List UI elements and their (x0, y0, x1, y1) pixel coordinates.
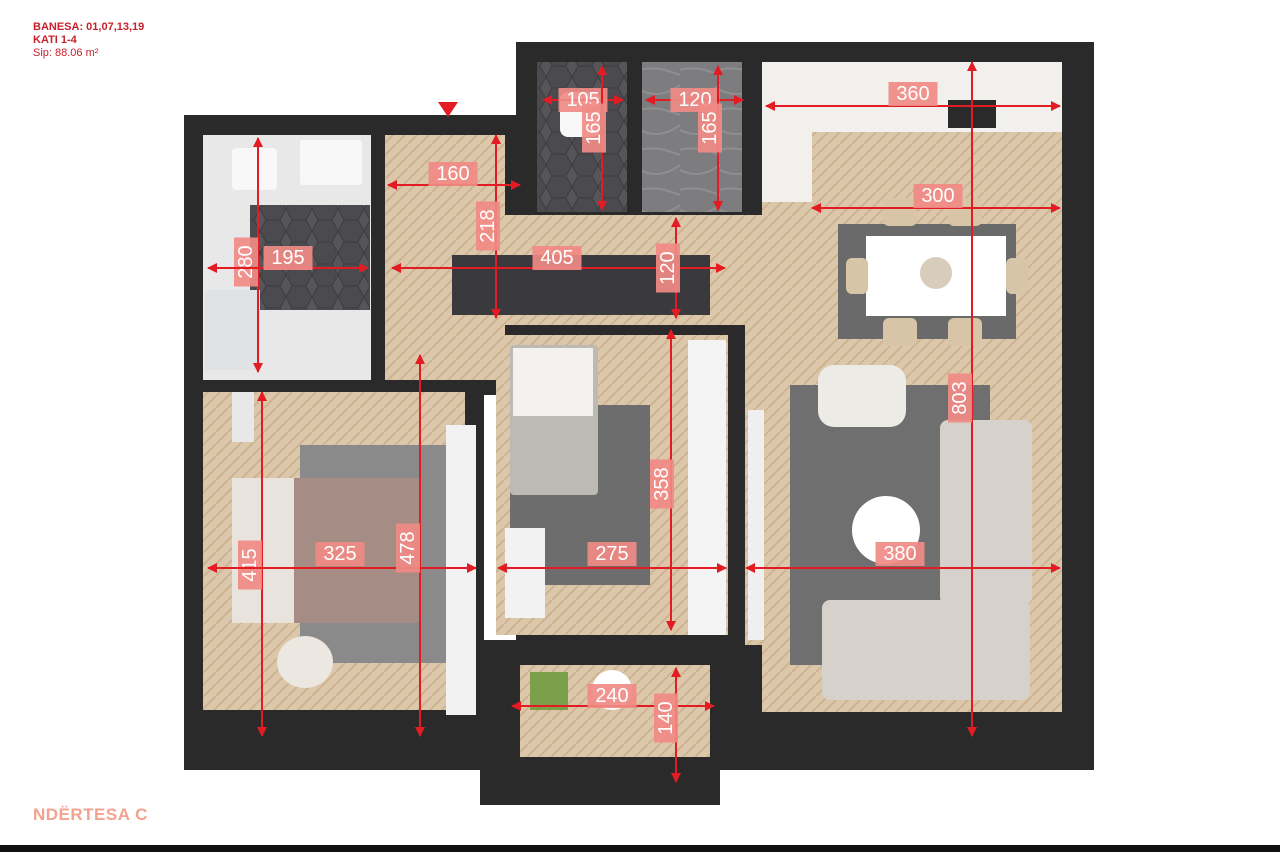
svg-text:275: 275 (595, 543, 628, 565)
dimension-label-entry-w: 160 (428, 162, 478, 186)
dimension-label-wc-small-h: 165 (582, 103, 606, 153)
sink (300, 140, 362, 185)
table-decor (920, 257, 952, 289)
armchair (818, 365, 906, 427)
dimension-label-storage-h: 165 (698, 103, 722, 153)
svg-text:803: 803 (949, 381, 971, 414)
svg-text:280: 280 (235, 245, 257, 278)
apartment-info: BANESA: 01,07,13,19 KATI 1-4 Sip: 88.06 … (33, 21, 144, 60)
area-label: Sip: 88.06 m² (33, 47, 99, 59)
dimension-label-hall-w: 405 (532, 246, 582, 270)
dimension-label-bedroom1-w: 325 (315, 542, 365, 566)
chair (277, 636, 333, 688)
wardrobe1 (446, 425, 476, 715)
svg-text:325: 325 (323, 543, 356, 565)
washing-machine (232, 148, 277, 190)
storage-floor (642, 62, 742, 212)
svg-text:160: 160 (436, 163, 469, 185)
dimension-label-bedroom1-h: 415 (238, 540, 262, 590)
dimension-label-living-w: 380 (875, 542, 925, 566)
dimension-label-balcony-h: 140 (654, 693, 678, 743)
svg-text:405: 405 (540, 247, 573, 269)
bottom-border (0, 845, 1280, 852)
shower (205, 290, 260, 370)
dimension-label-living-h: 803 (948, 373, 972, 423)
svg-text:195: 195 (271, 247, 304, 269)
dimension-label-dining-w: 300 (913, 184, 963, 208)
svg-text:140: 140 (655, 701, 677, 734)
svg-text:358: 358 (651, 467, 673, 500)
dimension-label-hall-h: 120 (656, 243, 680, 293)
tv-cabinet (748, 410, 764, 640)
dimension-label-bath-w: 195 (263, 246, 313, 270)
dimension-label-balcony-w: 240 (587, 684, 637, 708)
svg-text:218: 218 (477, 209, 499, 242)
wardrobe2 (688, 340, 726, 635)
dimension-label-bedroom2-w: 275 (587, 542, 637, 566)
entrance-marker (438, 102, 458, 117)
svg-text:165: 165 (699, 111, 721, 144)
apartment-numbers: BANESA: 01,07,13,19 (33, 21, 145, 33)
svg-text:478: 478 (397, 531, 419, 564)
svg-text:165: 165 (583, 111, 605, 144)
building-label: NDËRTESA C (33, 805, 148, 824)
svg-text:360: 360 (896, 83, 929, 105)
svg-text:380: 380 (883, 543, 916, 565)
plant (530, 672, 568, 710)
svg-text:415: 415 (239, 548, 261, 581)
dimension-label-bath-h: 280 (234, 237, 258, 287)
svg-text:240: 240 (595, 685, 628, 707)
dimension-label-entry-h: 218 (476, 201, 500, 251)
sofa-sectional (822, 600, 1030, 700)
svg-text:300: 300 (921, 185, 954, 207)
desk (505, 528, 545, 618)
dimension-label-bedroom2-h: 358 (650, 459, 674, 509)
dimension-label-kitchen-w: 360 (888, 82, 938, 106)
dimension-label-bedroom1-len: 478 (396, 523, 420, 573)
sofa (940, 420, 1032, 605)
svg-text:120: 120 (657, 251, 679, 284)
floors-label: KATI 1-4 (33, 34, 77, 46)
